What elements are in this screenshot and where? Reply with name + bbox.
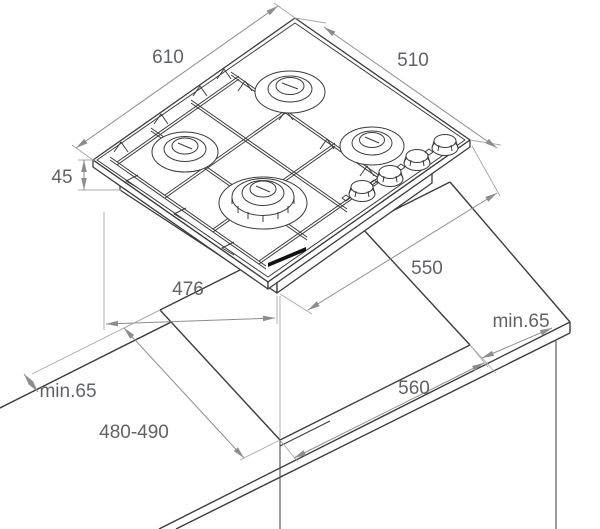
knob-2: [369, 165, 404, 187]
dimension-lines: [23, 2, 553, 463]
burner-right: [339, 126, 405, 166]
knob-marker-diamond: [396, 163, 406, 171]
hob-height-label: 45: [51, 167, 72, 188]
hob-depth-label: 510: [397, 50, 429, 71]
knob-3: [396, 149, 431, 171]
burner-back: [254, 70, 326, 114]
cutout-width-label: 560: [398, 378, 430, 399]
hob-width-label: 610: [152, 47, 184, 68]
knob-marker-diamond: [424, 148, 434, 156]
base-width-label: 476: [172, 279, 204, 300]
brand-label-bar: [268, 247, 306, 267]
burner-wok: [218, 176, 308, 230]
base-depth-label: 550: [411, 258, 443, 279]
burner-left: [151, 131, 219, 173]
knob-marker-diamond: [369, 179, 379, 187]
clearance-left-label: min.65: [39, 381, 96, 402]
clearance-right-label: min.65: [492, 311, 549, 332]
dimension-labels: 610 510 45 476 550 560 480-490 min.65 mi…: [39, 47, 549, 443]
cutout-depth-label: 480-490: [99, 422, 169, 443]
